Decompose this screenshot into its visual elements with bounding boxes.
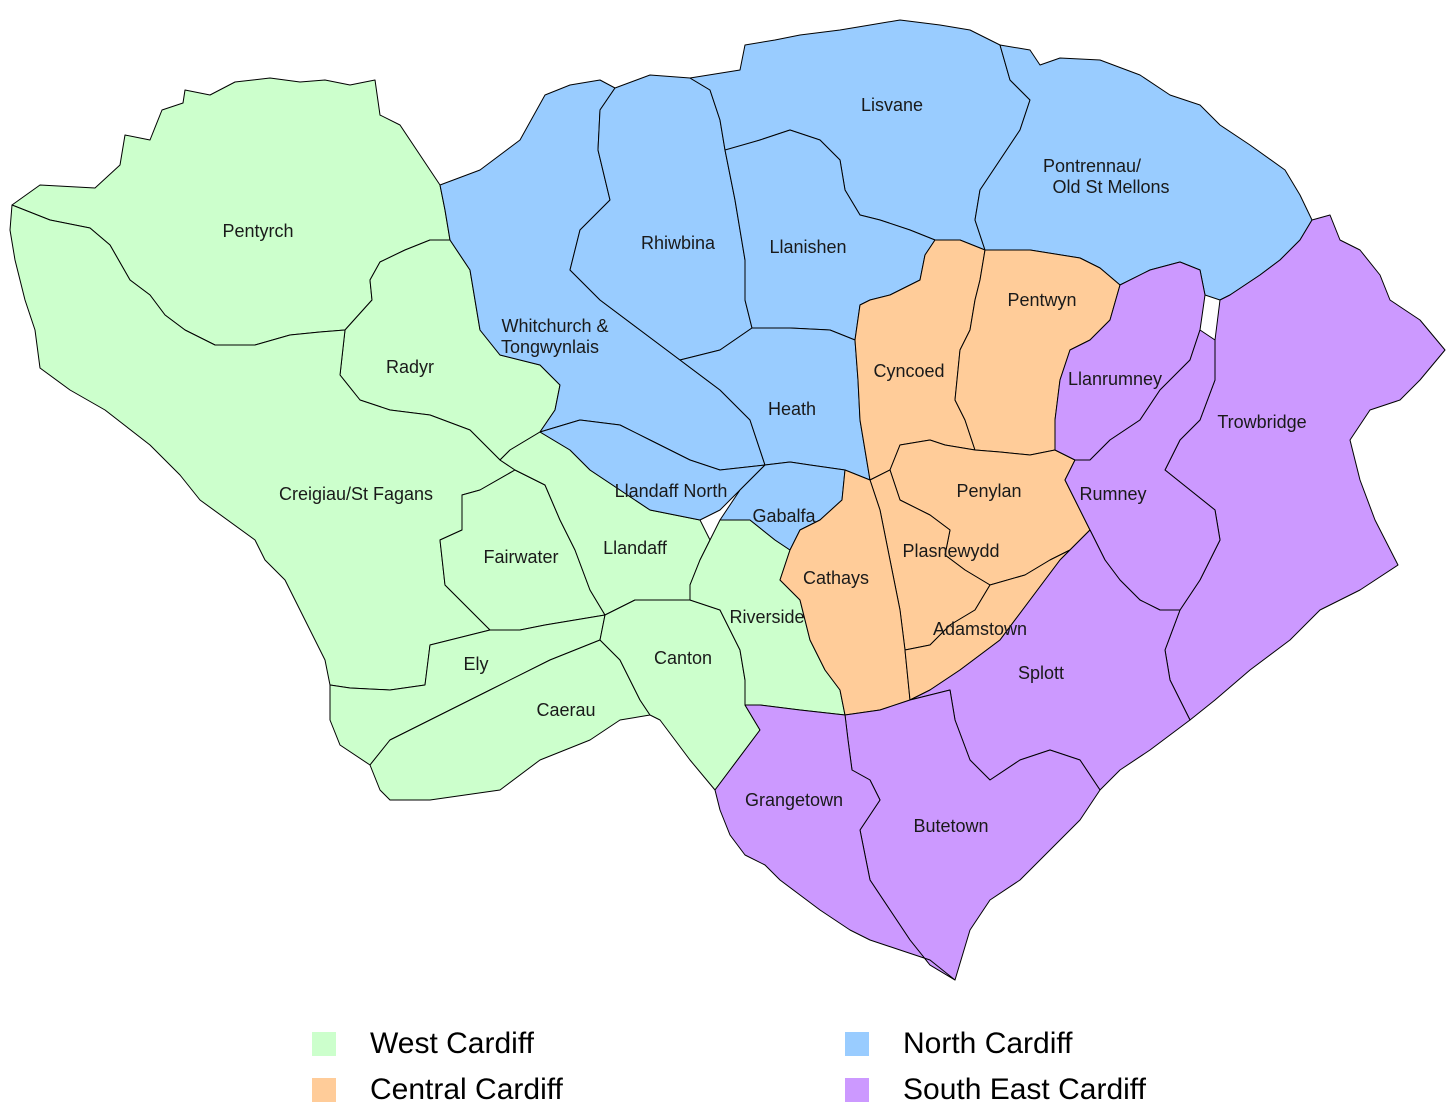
ward-grangetown[interactable] — [714, 704, 956, 981]
legend-item-west-cardiff: West Cardiff — [312, 1022, 534, 1066]
label-heath: Heath — [768, 399, 816, 419]
label-llanishen: Llanishen — [769, 237, 846, 257]
label-gabalfa: Gabalfa — [752, 506, 816, 526]
label-llanrumney: Llanrumney — [1068, 369, 1162, 389]
legend-label-south-east: South East Cardiff — [903, 1073, 1146, 1106]
label-grangetown: Grangetown — [745, 790, 843, 810]
label-pentyrch: Pentyrch — [222, 221, 293, 241]
legend-label-west: West Cardiff — [370, 1027, 534, 1060]
central-cardiff-region — [779, 239, 1121, 716]
legend-swatch-west — [312, 1032, 336, 1056]
label-caerau: Caerau — [536, 700, 595, 720]
label-riverside: Riverside — [729, 607, 804, 627]
label-llandaff-north: Llandaff North — [615, 481, 728, 501]
label-creigiau-st-fagans: Creigiau/St Fagans — [279, 484, 433, 504]
label-pontprennau-line1: Pontrennau/ — [1043, 156, 1141, 176]
label-penylan: Penylan — [956, 481, 1021, 501]
west-cardiff-region — [9, 77, 846, 801]
legend-label-north: North Cardiff — [903, 1027, 1073, 1060]
label-lisvane: Lisvane — [861, 95, 923, 115]
legend-item-central-cardiff: Central Cardiff — [312, 1068, 563, 1112]
label-llandaff: Llandaff — [603, 538, 668, 558]
legend-swatch-central — [312, 1078, 336, 1102]
label-cyncoed: Cyncoed — [873, 361, 944, 381]
label-plasnewydd: Plasnewydd — [902, 541, 999, 561]
legend-swatch-south-east — [845, 1078, 869, 1102]
label-whitchurch-line2: Tongwynlais — [501, 337, 599, 357]
label-whitchurch-line1: Whitchurch & — [501, 316, 608, 336]
label-adamstown: Adamstown — [933, 619, 1027, 639]
label-cathays: Cathays — [803, 568, 869, 588]
label-pentwyn: Pentwyn — [1007, 290, 1076, 310]
map-legend: West Cardiff North Cardiff Central Cardi… — [0, 1010, 1456, 1106]
label-radyr: Radyr — [386, 357, 434, 377]
label-trowbridge: Trowbridge — [1217, 412, 1306, 432]
legend-swatch-north — [845, 1032, 869, 1056]
legend-label-central: Central Cardiff — [370, 1073, 563, 1106]
legend-item-south-east-cardiff: South East Cardiff — [845, 1068, 1146, 1112]
south-east-cardiff-region — [714, 214, 1446, 981]
label-rhiwbina: Rhiwbina — [641, 233, 716, 253]
label-rumney: Rumney — [1079, 484, 1146, 504]
label-fairwater: Fairwater — [483, 547, 558, 567]
label-splott: Splott — [1018, 663, 1064, 683]
label-pontprennau-line2: Old St Mellons — [1052, 177, 1169, 197]
label-canton: Canton — [654, 648, 712, 668]
label-ely: Ely — [463, 654, 488, 674]
label-butetown: Butetown — [913, 816, 988, 836]
legend-item-north-cardiff: North Cardiff — [845, 1022, 1073, 1066]
north-cardiff-region — [439, 19, 1313, 551]
cardiff-ward-map: Pentyrch Radyr Creigiau/St Fagans Fairwa… — [9, 19, 1446, 981]
ward-labels: Pentyrch Radyr Creigiau/St Fagans Fairwa… — [222, 95, 1306, 836]
